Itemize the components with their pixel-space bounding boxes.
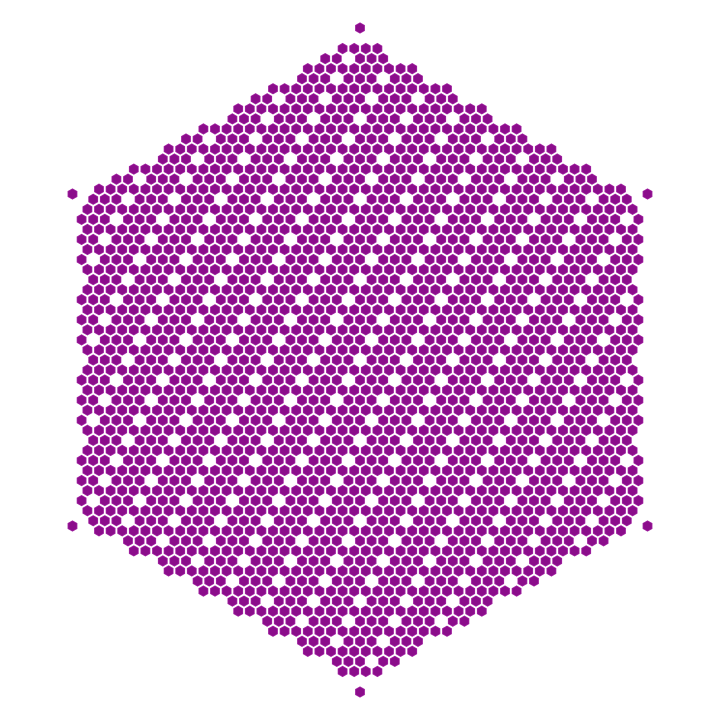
hex-tile-group (67, 22, 653, 698)
corner-tile-5 (67, 188, 78, 200)
corner-tile-2 (642, 520, 653, 532)
corner-tile-4 (67, 520, 78, 532)
corner-tile-3 (355, 686, 365, 698)
corner-tile-1 (642, 188, 653, 200)
corner-tile-0 (355, 22, 365, 34)
hex-tiles (76, 42, 644, 678)
